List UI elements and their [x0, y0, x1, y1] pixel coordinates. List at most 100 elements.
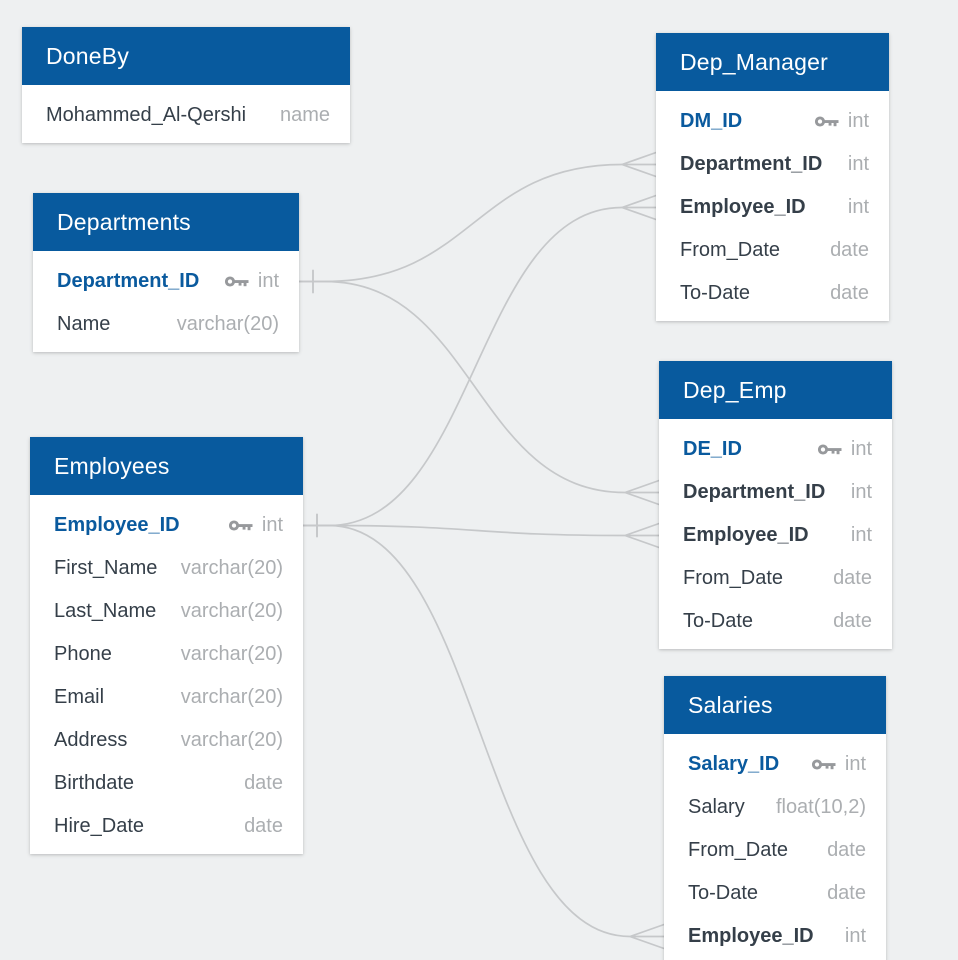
- field-type: date: [244, 772, 283, 794]
- field-name: DE_ID: [683, 438, 742, 460]
- field-meta: int: [224, 270, 279, 293]
- field-meta: int: [811, 753, 866, 776]
- field-name: Department_ID: [57, 270, 200, 292]
- field-row-mohammed-al-qershi[interactable]: Mohammed_Al-Qershi name: [22, 94, 350, 137]
- field-type: name: [279, 104, 330, 126]
- field-type: int: [850, 481, 872, 503]
- field-meta: int: [851, 481, 872, 504]
- field-type: date: [827, 839, 866, 861]
- field-row-name[interactable]: Name varchar(20): [33, 303, 299, 346]
- table-header-dep_manager[interactable]: Dep_Manager: [656, 33, 889, 91]
- field-name: To-Date: [683, 610, 754, 632]
- field-meta: float(10,2): [776, 796, 866, 819]
- field-name: Salary: [688, 796, 745, 818]
- table-header-employees[interactable]: Employees: [30, 437, 303, 495]
- field-row-from-date[interactable]: From_Date date: [664, 829, 886, 872]
- field-type: int: [847, 153, 869, 175]
- relation-employees-to-salaries[interactable]: [302, 513, 665, 950]
- field-meta: int: [817, 438, 872, 461]
- field-meta: varchar(20): [181, 729, 283, 752]
- field-row-employee-id[interactable]: Employee_ID int: [659, 514, 892, 557]
- field-name: Salary_ID: [688, 753, 780, 775]
- field-type: date: [827, 882, 866, 904]
- table-title: Dep_Manager: [680, 48, 828, 75]
- field-type: varchar(20): [180, 557, 283, 579]
- table-header-salaries[interactable]: Salaries: [664, 676, 886, 734]
- field-name: To-Date: [688, 882, 759, 904]
- field-name: Email: [54, 686, 105, 708]
- field-type: int: [844, 753, 866, 775]
- relation-departments-to-dep_emp[interactable]: [298, 269, 660, 506]
- table-header-dep_emp[interactable]: Dep_Emp: [659, 361, 892, 419]
- field-name: Department_ID: [680, 153, 823, 175]
- field-type: varchar(20): [176, 313, 279, 335]
- field-row-to-date[interactable]: To-Date date: [659, 600, 892, 643]
- field-meta: date: [833, 610, 872, 633]
- relation-employees-to-dep_manager[interactable]: [302, 194, 657, 538]
- field-type: int: [850, 524, 872, 546]
- field-meta: int: [848, 196, 869, 219]
- field-row-salary-id[interactable]: Salary_ID int: [664, 743, 886, 786]
- field-row-from-date[interactable]: From_Date date: [656, 229, 889, 272]
- table-header-doneby[interactable]: DoneBy: [22, 27, 350, 85]
- field-type: int: [844, 925, 866, 947]
- field-meta: date: [244, 815, 283, 838]
- field-type: int: [850, 438, 872, 460]
- field-row-de-id[interactable]: DE_ID int: [659, 428, 892, 471]
- field-name: From_Date: [680, 239, 781, 261]
- field-name: Name: [57, 313, 111, 335]
- field-meta: date: [833, 567, 872, 590]
- relation-departments-to-dep_manager[interactable]: [298, 151, 657, 294]
- table-header-departments[interactable]: Departments: [33, 193, 299, 251]
- field-row-to-date[interactable]: To-Date date: [656, 272, 889, 315]
- field-row-department-id[interactable]: Department_ID int: [659, 471, 892, 514]
- field-name: Employee_ID: [683, 524, 809, 546]
- key-icon: [814, 116, 839, 127]
- field-meta: date: [830, 239, 869, 262]
- field-meta: name: [280, 104, 330, 127]
- field-type: varchar(20): [180, 643, 283, 665]
- field-meta: date: [830, 282, 869, 305]
- field-name: Last_Name: [54, 600, 157, 622]
- field-row-salary[interactable]: Salary float(10,2): [664, 786, 886, 829]
- field-row-department-id[interactable]: Department_ID int: [33, 260, 299, 303]
- field-name: From_Date: [688, 839, 789, 861]
- field-type: varchar(20): [180, 729, 283, 751]
- field-type: date: [830, 239, 869, 261]
- field-type: date: [833, 610, 872, 632]
- field-meta: int: [848, 153, 869, 176]
- field-type: int: [847, 110, 869, 132]
- field-type: date: [833, 567, 872, 589]
- field-type: int: [261, 514, 283, 536]
- field-type: int: [847, 196, 869, 218]
- field-name: Department_ID: [683, 481, 826, 503]
- field-name: To-Date: [680, 282, 751, 304]
- field-row-to-date[interactable]: To-Date date: [664, 872, 886, 915]
- field-name: Mohammed_Al-Qershi: [46, 104, 247, 126]
- table-title: DoneBy: [46, 42, 130, 69]
- table-title: Departments: [57, 208, 191, 235]
- field-meta: int: [228, 514, 283, 537]
- field-meta: date: [244, 772, 283, 795]
- field-row-department-id[interactable]: Department_ID int: [656, 143, 889, 186]
